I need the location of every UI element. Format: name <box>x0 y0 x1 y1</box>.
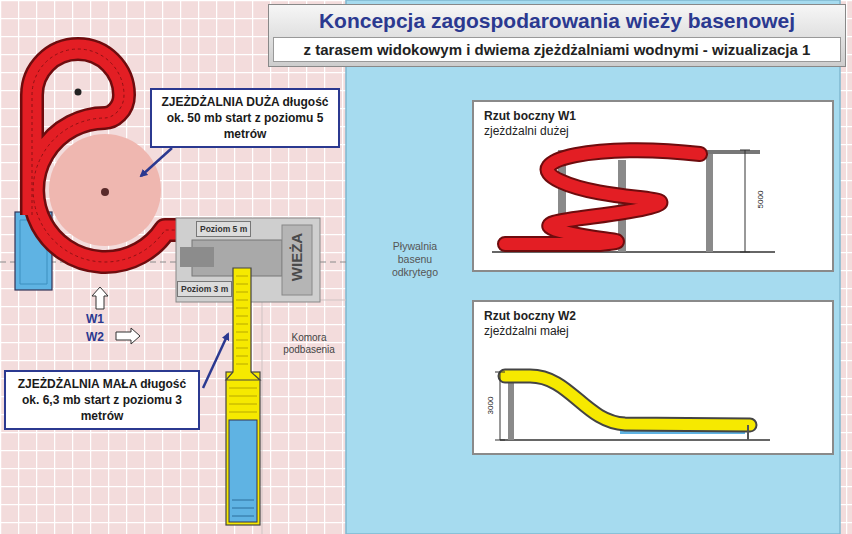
callout-box: ZJEŻDŻALNIA DUŻA długość ok. 50 mb start… <box>150 88 340 148</box>
room-label: Komora podbasenia <box>274 332 344 356</box>
dimension: 3000 <box>486 394 495 418</box>
callout-box: ZJEŻDŻALNIA MAŁA długość ok. 6,3 mb star… <box>4 370 200 430</box>
level-box: Poziom 3 m <box>177 281 232 297</box>
dimension: 5000 <box>756 188 765 212</box>
callout-text: ZJEŻDŻALNIA DUŻA długość ok. 50 mb start… <box>158 94 332 142</box>
view-label: W2 <box>86 330 104 344</box>
panel-heading: Rzut boczny W2 <box>484 309 576 324</box>
side-view-panel: Rzut boczny W1zjeżdżalni dużej <box>472 100 834 272</box>
level-label: Poziom 5 m <box>200 223 247 235</box>
tower-block: WIEŻA Poziom 5 m Poziom 3 m <box>176 218 320 302</box>
callout-text: ZJEŻDŻALNIA MAŁA długość ok. 6,3 mb star… <box>12 376 192 424</box>
side-view-panel: Rzut boczny W2zjeżdżalni małej <box>472 300 834 455</box>
panel-subheading: zjeżdżalni małej <box>484 324 822 339</box>
pool-label: Pływalnia basenu odkrytego <box>376 240 454 279</box>
pool-area: Pływalnia basenu odkrytego Rzut boczny W1… <box>346 74 840 534</box>
level-label: Poziom 3 m <box>181 283 228 295</box>
title-subheading: z tarasem widokowym i dwiema zjeżdżalnia… <box>273 37 841 62</box>
title-box: Koncepcja zagospodarowania wieży basenow… <box>268 4 846 67</box>
view-label: W1 <box>86 312 104 326</box>
panel-subheading: zjeżdżalni dużej <box>484 124 822 139</box>
tower-label: WIEŻA <box>288 231 306 283</box>
panel-heading: Rzut boczny W1 <box>484 109 576 124</box>
title-heading: Koncepcja zagospodarowania wieży basenow… <box>273 8 841 34</box>
level-box: Poziom 5 m <box>196 221 251 237</box>
